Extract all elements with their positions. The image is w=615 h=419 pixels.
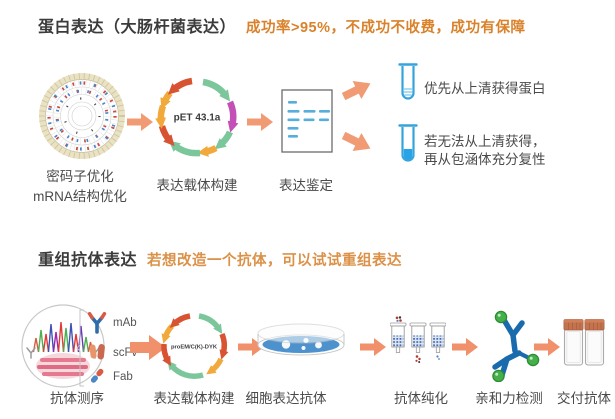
flow-arrow-icon [247, 113, 273, 131]
formats-bracket [76, 308, 86, 388]
plasmid-name-label: pET 43.1a [174, 113, 221, 124]
plasmid-map-proem-icon: proEM/C(K)-DYK [155, 307, 233, 385]
outcome-supernatant-label: 优先从上清获得蛋白 [424, 81, 546, 96]
antibody-section-title: 重组抗体表达 [38, 252, 138, 269]
gel-step-label: 表达鉴定 [279, 178, 333, 193]
outcome-inclusion-label: 若无法从上清获得， 再从包涵体充分复性 [424, 134, 546, 167]
fab-icon [87, 365, 107, 387]
protein-section-header: 蛋白表达（大肠杆菌表达） 成功率>95%，不成功不收费，成功有保障 [38, 13, 526, 37]
antibody-section-header: 重组抗体表达 若想改造一个抗体，可以试试重组表达 [38, 246, 402, 270]
vector-step-label: 表达载体构建 [156, 178, 238, 193]
affinity-step-label: 亲和力检测 [475, 391, 543, 406]
purification-columns-icon [390, 316, 446, 364]
protein-section-title: 蛋白表达（大肠杆菌表达） [38, 19, 237, 36]
test-tube-supernatant-icon [397, 62, 419, 104]
sequencing-step-label: 抗体测序 [50, 391, 104, 406]
plasmid-name-label: proEM/C(K)-DYK [171, 345, 218, 351]
flow-arrow-icon [360, 338, 386, 356]
flow-arrow-icon [127, 113, 153, 131]
gel-electrophoresis-icon [281, 89, 333, 153]
plasmid-map-pet-icon: pET 43.1a [152, 72, 242, 162]
flow-arrow-icon [534, 338, 560, 356]
format-fab-label: Fab [113, 371, 133, 383]
delivery-step-label: 交付抗体 [557, 391, 611, 406]
format-mab-label: mAb [113, 317, 137, 329]
purification-step-label: 抗体纯化 [394, 391, 448, 406]
protein-section-subtitle: 成功率>95%，不成功不收费，成功有保障 [246, 20, 526, 36]
codon-wheel-icon [38, 72, 126, 160]
test-tube-inclusion-icon [397, 123, 419, 167]
diagonal-arrow-down-icon [339, 126, 375, 157]
delivery-vials-icon [563, 318, 606, 368]
affinity-antibody-icon [486, 306, 542, 382]
mab-antibody-icon [86, 311, 108, 335]
antibody-section-subtitle: 若想改造一个抗体，可以试试重组表达 [147, 253, 403, 269]
petri-dish-icon [256, 320, 346, 362]
scfv-icon [87, 341, 107, 363]
flow-arrow-icon [130, 335, 166, 360]
sequencing-chromatogram-icon [20, 303, 106, 389]
vector-step2-label: 表达载体构建 [153, 391, 235, 406]
cell-step-label: 细胞表达抗体 [245, 391, 327, 406]
diagonal-arrow-up-icon [339, 74, 375, 105]
codon-step-label: 密码子优化 mRNA结构优化 [33, 169, 127, 204]
flow-arrow-icon [452, 338, 478, 356]
